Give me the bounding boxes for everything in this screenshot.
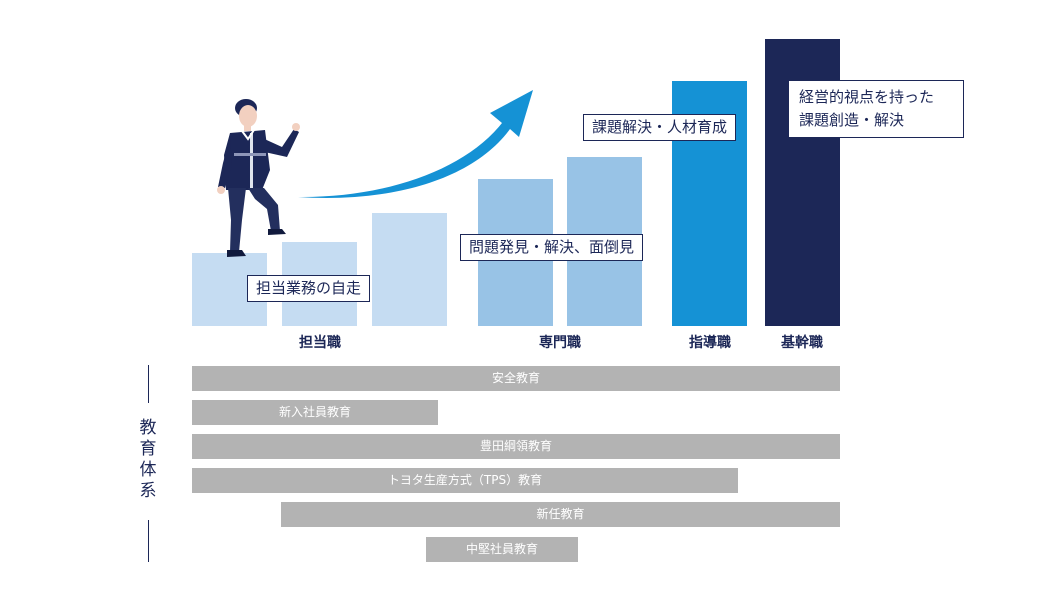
- program-bar-toyoda-precepts: 豊田綱領教育: [192, 434, 840, 459]
- level-label-kikan: 基幹職: [781, 335, 823, 351]
- callout-kikan-line2: 課題創造・解決: [799, 111, 905, 129]
- step-tanto-3: [372, 213, 447, 326]
- program-bar-new-employee: 新入社員教育: [192, 400, 438, 425]
- callout-tanto: 担当業務の自走: [247, 275, 371, 302]
- growth-arrow-icon: [298, 90, 533, 198]
- callout-senmon: 問題発見・解決、面倒見: [460, 234, 644, 261]
- callout-shido: 課題解決・人材育成: [583, 114, 737, 141]
- callout-kikan-line1: 経営的視点を持った: [799, 88, 935, 106]
- education-system-title: 教育体系: [139, 418, 157, 501]
- level-label-tanto: 担当職: [299, 335, 341, 351]
- businessman-climbing-icon: [217, 99, 300, 257]
- level-label-shido: 指導職: [689, 335, 731, 351]
- program-bar-new-appointee: 新任教育: [281, 502, 840, 527]
- level-label-senmon: 専門職: [539, 335, 581, 351]
- program-bar-mid-career: 中堅社員教育: [426, 537, 578, 562]
- side-divider-top: [148, 365, 149, 403]
- callout-kikan: 経営的視点を持った 課題創造・解決: [788, 80, 964, 138]
- side-divider-bottom: [148, 520, 149, 562]
- program-bar-safety: 安全教育: [192, 366, 840, 391]
- program-bar-tps: トヨタ生産方式（TPS）教育: [192, 468, 738, 493]
